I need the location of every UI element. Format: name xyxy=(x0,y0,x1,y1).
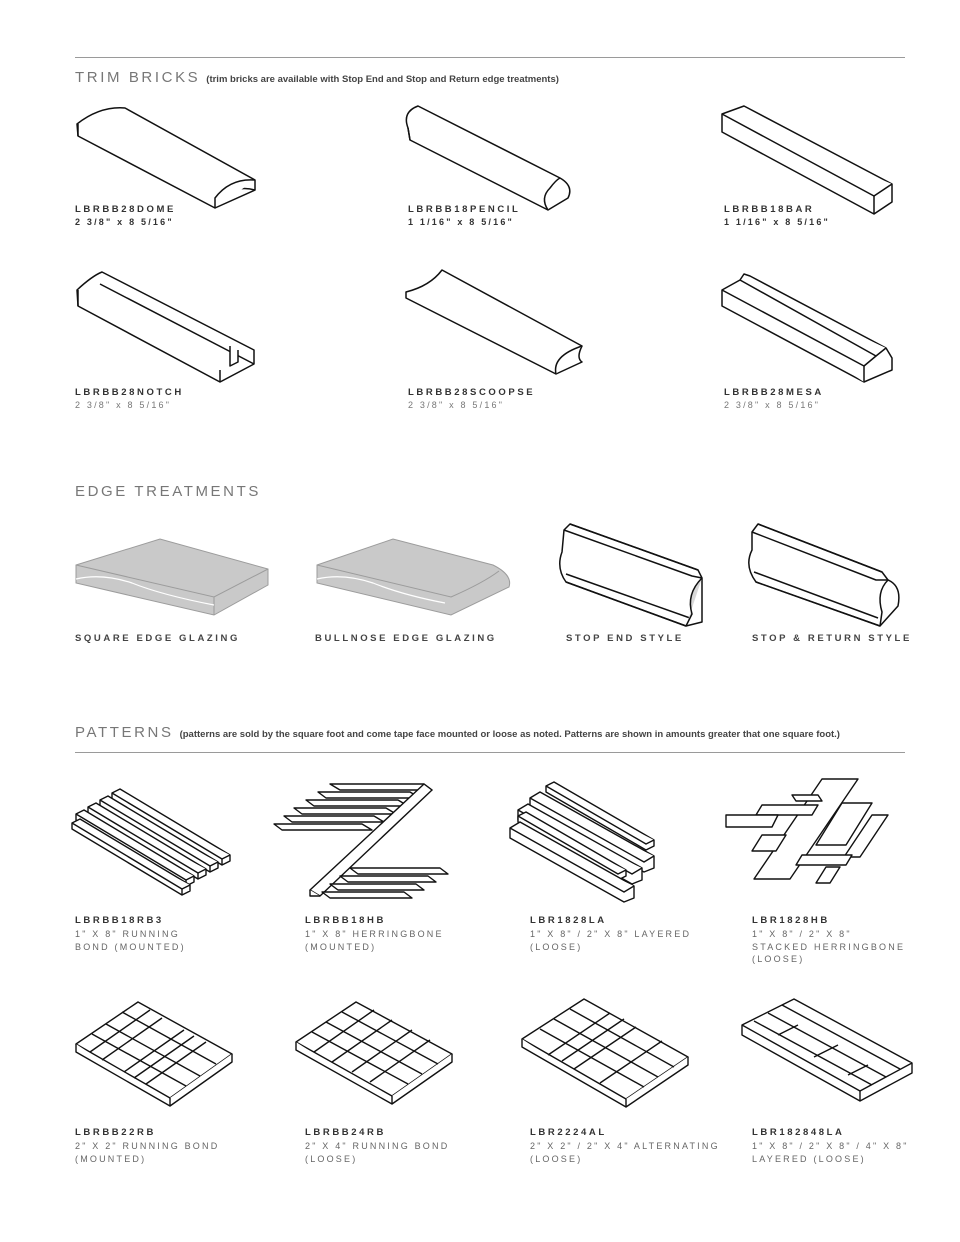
bullnose-edge-illustration xyxy=(313,535,518,620)
pattern-desc-2: 1" X 8" HERRINGBONE(MOUNTED) xyxy=(305,929,444,952)
trim-code-dome: LBRBB28DOME xyxy=(75,204,176,215)
square-edge-illustration xyxy=(72,535,272,620)
patterns-note: (patterns are sold by the square foot an… xyxy=(179,729,840,740)
patterns-rule xyxy=(75,752,905,753)
trim-dims-notch: 2 3/8" x 8 5/16" xyxy=(75,400,172,410)
edge-section-title: EDGE TREATMENTS xyxy=(75,483,261,500)
pattern-alternating-2x2-2x4 xyxy=(518,995,693,1115)
trim-pencil-illustration xyxy=(400,98,580,218)
pattern-desc-3: 1" X 8" / 2" X 8" LAYERED(LOOSE) xyxy=(530,929,692,952)
edge-label-square: SQUARE EDGE GLAZING xyxy=(75,633,240,644)
pattern-running-bond-2x4 xyxy=(292,998,462,1113)
pattern-code-6: LBRBB24RB xyxy=(305,1127,386,1138)
pattern-code-2: LBRBB18HB xyxy=(305,915,386,926)
pattern-desc-6: 2" X 4" RUNNING BOND(LOOSE) xyxy=(305,1141,450,1164)
trim-code-mesa: LBRBB28MESA xyxy=(724,387,824,398)
trim-notch-illustration xyxy=(70,266,260,386)
stop-end-illustration xyxy=(552,522,712,627)
trim-bar-illustration xyxy=(716,98,901,218)
trim-dims-bar: 1 1/16" x 8 5/16" xyxy=(724,217,830,227)
pattern-code-4: LBR1828HB xyxy=(752,915,830,926)
trim-code-notch: LBRBB28NOTCH xyxy=(75,387,184,398)
pattern-running-bond-1x8 xyxy=(70,785,240,900)
pattern-stacked-herringbone xyxy=(722,775,892,885)
pattern-code-1: LBRBB18RB3 xyxy=(75,915,164,926)
pattern-layered-1x8-2x8-4x8 xyxy=(738,995,918,1115)
top-rule xyxy=(75,57,905,58)
edge-label-stop-return: STOP & RETURN STYLE xyxy=(752,633,912,644)
pattern-code-3: LBR1828LA xyxy=(530,915,607,926)
pattern-code-8: LBR182848LA xyxy=(752,1127,845,1138)
trim-mesa-illustration xyxy=(716,266,901,386)
pattern-herringbone-1x8 xyxy=(270,780,460,900)
patterns-title: PATTERNS xyxy=(75,724,174,741)
pattern-code-7: LBR2224AL xyxy=(530,1127,607,1138)
pattern-running-bond-2x2 xyxy=(72,998,242,1113)
pattern-code-5: LBRBB22RB xyxy=(75,1127,156,1138)
pattern-desc-8: 1" X 8" / 2" X 8" / 4" X 8"LAYERED (LOOS… xyxy=(752,1141,909,1164)
trim-section-title: TRIM BRICKS (trim bricks are available wi… xyxy=(75,69,559,86)
trim-dims-dome: 2 3/8" x 8 5/16" xyxy=(75,217,174,227)
patterns-section-title: PATTERNS (patterns are sold by the square… xyxy=(75,724,840,741)
trim-dims-pencil: 1 1/16" x 8 5/16" xyxy=(408,217,514,227)
trim-dims-scoopse: 2 3/8" x 8 5/16" xyxy=(408,400,505,410)
trim-dims-mesa: 2 3/8" x 8 5/16" xyxy=(724,400,821,410)
pattern-desc-7: 2" X 2" / 2" X 4" ALTERNATING(LOOSE) xyxy=(530,1141,720,1164)
edge-label-bullnose: BULLNOSE EDGE GLAZING xyxy=(315,633,497,644)
stop-return-illustration xyxy=(746,522,906,627)
pattern-desc-4: 1" X 8" / 2" X 8"STACKED HERRINGBONE(LOO… xyxy=(752,929,906,964)
trim-code-pencil: LBRBB18PENCIL xyxy=(408,204,521,215)
pattern-desc-5: 2" X 2" RUNNING BOND(MOUNTED) xyxy=(75,1141,220,1164)
trim-note: (trim bricks are available with Stop End… xyxy=(206,74,559,85)
trim-code-scoopse: LBRBB28SCOOPSE xyxy=(408,387,536,398)
edge-label-stop-end: STOP END STYLE xyxy=(566,633,684,644)
pattern-layered-1x8-2x8 xyxy=(509,778,684,903)
trim-code-bar: LBRBB18BAR xyxy=(724,204,815,215)
trim-dome-illustration xyxy=(70,98,260,218)
trim-scoopse-illustration xyxy=(400,266,590,386)
trim-title: TRIM BRICKS xyxy=(75,69,201,86)
